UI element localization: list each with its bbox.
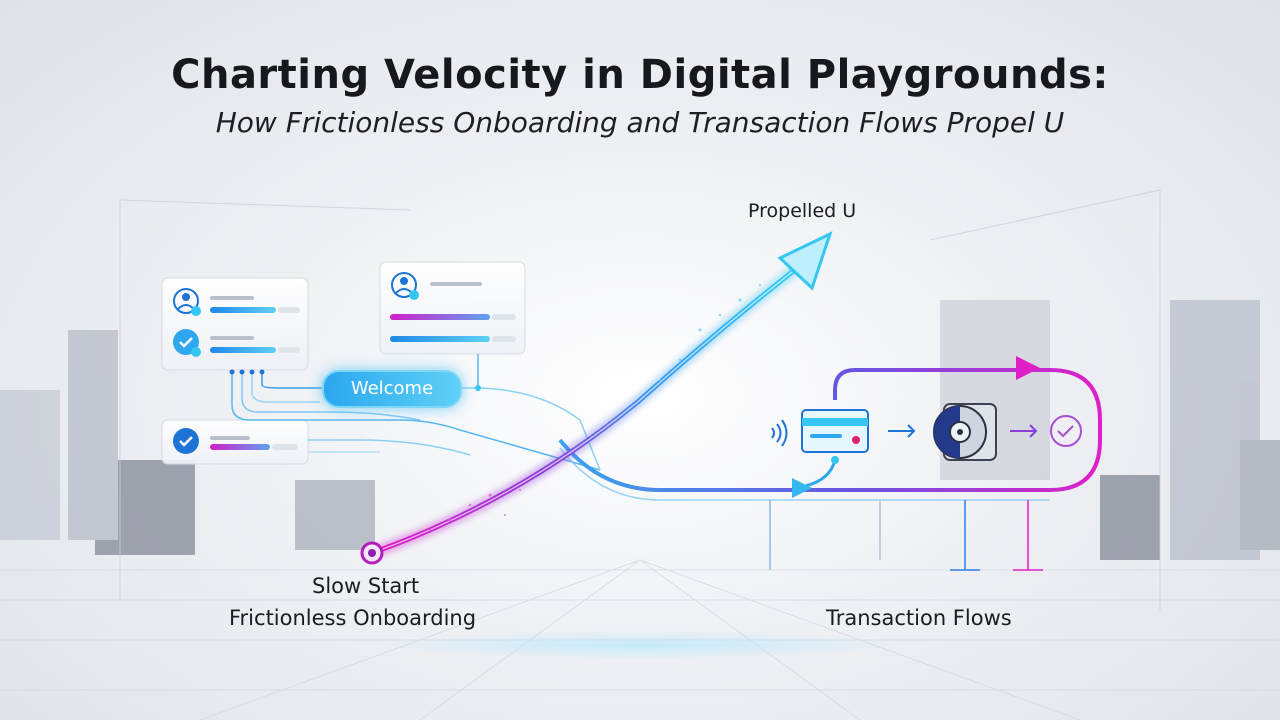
user-check-icon [173, 288, 201, 316]
arrowhead [777, 231, 833, 291]
onboarding-connectors [229, 354, 601, 471]
flow-arrowhead-bottom [792, 478, 812, 498]
onboarding-label: Frictionless Onboarding [229, 606, 477, 630]
slow-start-label: Slow Start [312, 574, 420, 598]
nfc-icon [771, 419, 788, 447]
transaction-flow-loop [558, 368, 1102, 501]
onboarding-card-top [161, 277, 309, 371]
check-icon [1050, 415, 1082, 447]
check-circle-icon [173, 329, 201, 357]
sparkles [428, 284, 761, 532]
arrow-right-icon [1010, 424, 1038, 438]
check-circle-icon [173, 428, 199, 454]
page-title: Charting Velocity in Digital Playgrounds… [171, 52, 1109, 98]
welcome-pill: Welcome [322, 370, 462, 408]
vault-icon [933, 403, 997, 461]
credit-card-icon [801, 409, 869, 453]
user-check-icon [391, 272, 419, 300]
transaction-label: Transaction Flows [826, 606, 1012, 630]
frame-lines [119, 189, 1161, 610]
flow-arrowhead-top [1016, 356, 1040, 380]
onboarding-card-right [379, 261, 526, 355]
velocity-arrow [369, 231, 833, 559]
start-node [360, 541, 384, 565]
page-subtitle: How Frictionless Onboarding and Transact… [215, 106, 1065, 139]
flow-ticks [769, 500, 1043, 571]
propelled-label: Propelled U [748, 200, 857, 222]
floor-glow [380, 631, 900, 659]
arrow-right-icon [888, 424, 916, 438]
onboarding-card-bottom [161, 419, 309, 465]
background-servers [0, 300, 1280, 560]
